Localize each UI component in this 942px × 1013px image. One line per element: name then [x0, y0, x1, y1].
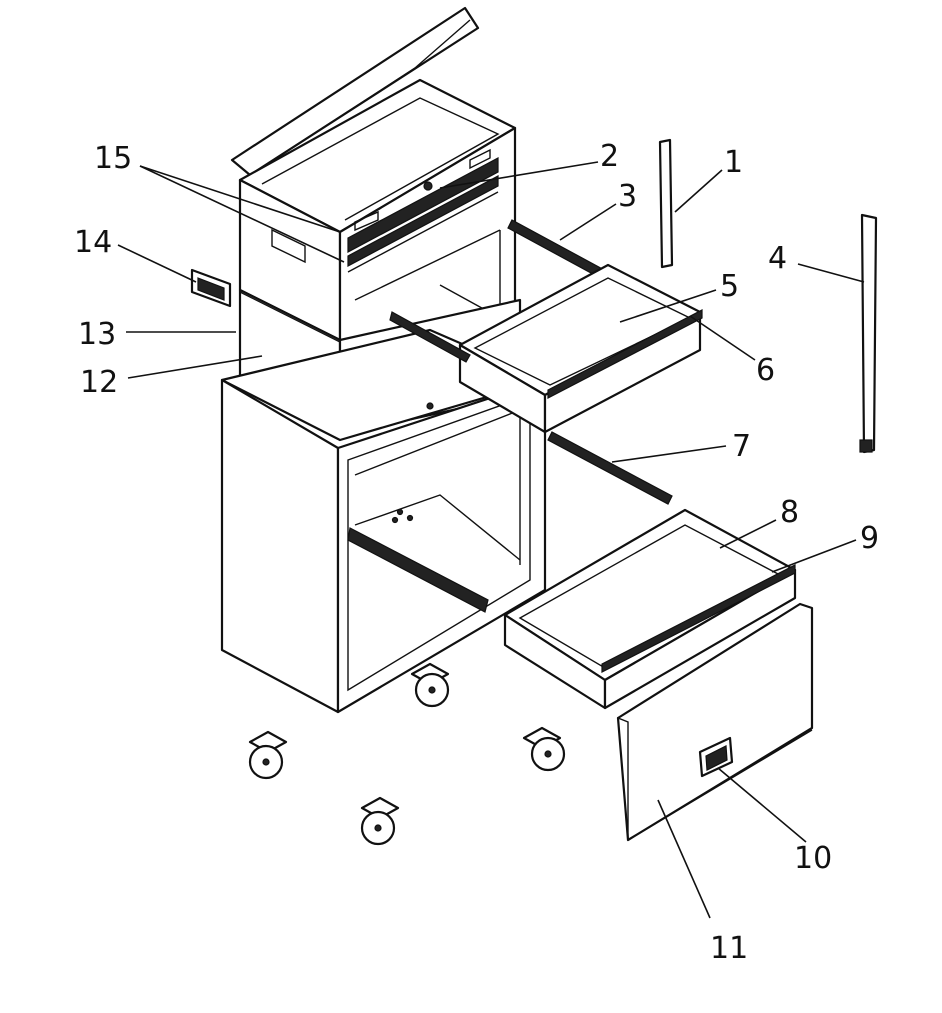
drawer-2-front: [347, 157, 499, 253]
rail-4: [859, 213, 878, 454]
upper-drawer: [389, 263, 703, 434]
callout-10: 10: [794, 841, 832, 876]
drawer-slide-7: [547, 431, 673, 505]
callout-8: 8: [780, 495, 799, 530]
callout-14: 14: [74, 225, 112, 260]
rail-1: [658, 138, 674, 269]
lower-drawer: [503, 508, 797, 710]
callout-3: 3: [618, 179, 637, 214]
lid-edge: [249, 19, 471, 176]
lower-drawer-slide-9: [601, 564, 796, 673]
callout-11: 11: [710, 931, 748, 966]
bottom-cabinet: [220, 328, 547, 714]
callout-12: 12: [80, 365, 118, 400]
cabinet-front: [336, 378, 547, 714]
drawer-door-panel: [616, 602, 814, 842]
callout-7: 7: [732, 429, 751, 464]
leader-lines: [117, 161, 865, 919]
drawer-slide-3: [507, 219, 609, 281]
callout-15: 15: [94, 141, 132, 176]
callout-4: 4: [768, 241, 787, 276]
top-chest: [230, 6, 517, 342]
lock-icon: [423, 181, 433, 191]
cabinet-drawer-slide: [347, 527, 489, 613]
callout-9: 9: [860, 521, 879, 556]
chest-lid: [230, 6, 480, 177]
callout-1: 1: [724, 145, 743, 180]
callout-labels: 1 2 3 4 5 6 7 8 9 10 11 12 13 14 15: [74, 139, 879, 966]
upper-drawer-slide-6: [547, 309, 703, 399]
caster-rear-right: [522, 726, 566, 772]
callout-13: 13: [78, 317, 116, 352]
callout-6: 6: [756, 353, 775, 388]
caster-front-center: [360, 796, 400, 846]
caster-front-left: [248, 730, 288, 780]
callout-5: 5: [720, 269, 739, 304]
side-handle: [190, 268, 232, 308]
caster-rear-left: [410, 662, 450, 708]
callout-2: 2: [600, 139, 619, 174]
